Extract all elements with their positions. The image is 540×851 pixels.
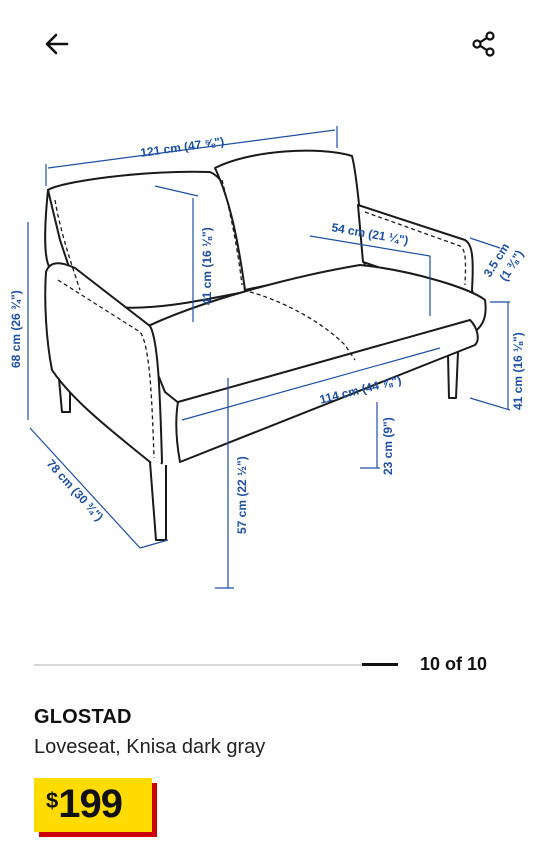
gallery-progress-bar <box>34 663 398 667</box>
product-name: GLOSTAD <box>34 706 132 728</box>
dim-width-label: 121 cm (47 ⅝") <box>140 134 226 160</box>
progress-indicator <box>362 663 398 666</box>
dim-armrest-height-label: 57 cm (22 ½") <box>235 456 249 534</box>
loveseat-drawing: 121 cm (47 ⅝") 41 cm (16 ⅛") 54 cm (21 ¼… <box>9 126 526 589</box>
image-counter: 10 of 10 <box>420 654 488 674</box>
dim-arm-height-label: 41 cm (16 ⅛") <box>511 332 525 410</box>
price-value: 199 <box>58 782 123 826</box>
price-tag: $ 199 <box>34 778 157 837</box>
back-button[interactable] <box>35 22 79 66</box>
dim-depth-label: 78 cm (30 ¾") <box>44 457 106 524</box>
price-currency: $ <box>46 788 59 813</box>
product-dimension-diagram[interactable]: 121 cm (47 ⅝") 41 cm (16 ⅛") 54 cm (21 ¼… <box>0 110 540 610</box>
share-icon <box>472 31 495 57</box>
product-description: Loveseat, Knisa dark gray <box>34 736 266 758</box>
dim-back-height-label: 41 cm (16 ⅛") <box>200 227 214 305</box>
progress-track <box>34 664 398 666</box>
share-button[interactable] <box>462 22 506 66</box>
arrow-left-icon <box>45 33 69 55</box>
price-tag-box: $ 199 <box>34 778 152 832</box>
dim-total-height-label: 68 cm (26 ¾") <box>9 290 23 368</box>
top-bar <box>0 0 540 90</box>
dim-leg-height-label: 23 cm (9") <box>381 417 395 475</box>
